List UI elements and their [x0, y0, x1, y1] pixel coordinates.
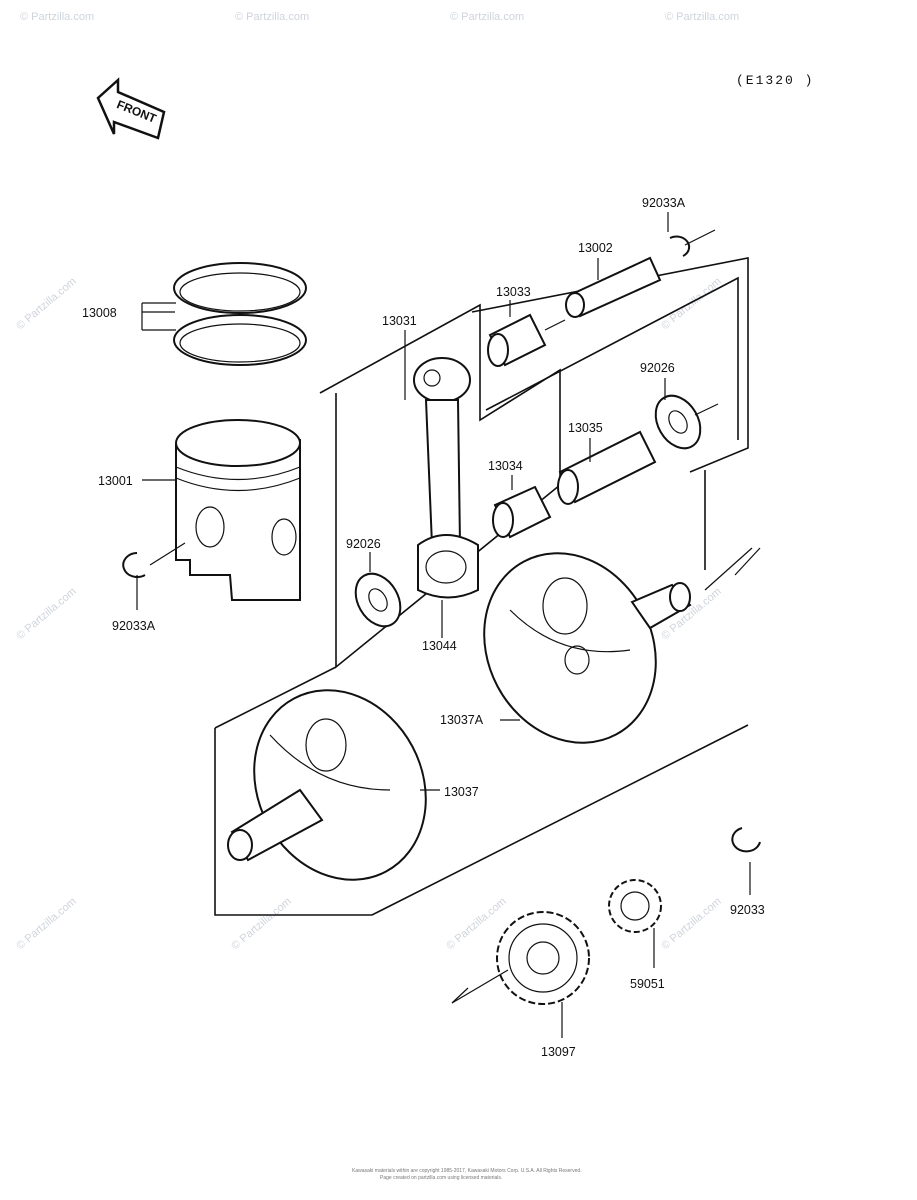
- svg-text:© Partzilla.com: © Partzilla.com: [235, 11, 309, 23]
- front-arrow-icon: FRONT: [96, 77, 166, 140]
- crankshaft-right-half: [483, 552, 692, 744]
- part-label-13037: 13037: [444, 785, 479, 799]
- part-label-13008: 13008: [82, 306, 117, 320]
- part-label-92033: 92033: [730, 903, 765, 917]
- part-label-13031: 13031: [382, 314, 417, 328]
- piston-rings: [141, 262, 307, 366]
- part-label-92026-left: 92026: [346, 537, 381, 551]
- gear-59051: [608, 879, 662, 968]
- gear-13097: [451, 911, 590, 1038]
- part-label-13037A: 13037A: [440, 713, 484, 727]
- svg-text:© Partzilla.com: © Partzilla.com: [229, 895, 293, 952]
- svg-text:© Partzilla.com: © Partzilla.com: [20, 11, 94, 23]
- copyright-line-2: Page created on partzilla.com using lice…: [380, 1175, 502, 1181]
- circlip-crank: [731, 827, 761, 895]
- crankshaft-left-half: [227, 689, 440, 881]
- assembly-outlines: [214, 257, 761, 916]
- circlip-right: [667, 212, 716, 257]
- svg-text:© Partzilla.com: © Partzilla.com: [14, 585, 78, 642]
- piston: [142, 419, 301, 601]
- svg-text:© Partzilla.com: © Partzilla.com: [14, 895, 78, 952]
- part-label-13002: 13002: [578, 241, 613, 255]
- part-label-13001: 13001: [98, 474, 133, 488]
- piston-pin: [544, 256, 662, 331]
- copyright-line-1: Kawasaki materials within are copyright …: [352, 1168, 582, 1174]
- circlip-left: [122, 542, 186, 610]
- svg-text:© Partzilla.com: © Partzilla.com: [659, 895, 723, 952]
- part-label-13097: 13097: [541, 1045, 576, 1059]
- part-label-92033A-right: 92033A: [642, 196, 686, 210]
- svg-text:© Partzilla.com: © Partzilla.com: [450, 11, 524, 23]
- part-label-92026-right: 92026: [640, 361, 675, 375]
- crank-pin: [557, 430, 657, 505]
- part-label-13033: 13033: [496, 285, 531, 299]
- part-label-92033A-left: 92033A: [112, 619, 156, 633]
- thrust-washer-left: [354, 552, 402, 628]
- svg-text:© Partzilla.com: © Partzilla.com: [659, 275, 723, 332]
- svg-text:© Partzilla.com: © Partzilla.com: [14, 275, 78, 332]
- svg-text:© Partzilla.com: © Partzilla.com: [665, 11, 739, 23]
- thrust-washer-right: [654, 378, 719, 450]
- needle-bearing-small-end: [487, 300, 547, 367]
- part-label-59051: 59051: [630, 977, 665, 991]
- part-label-13044: 13044: [422, 639, 457, 653]
- needle-bearing-big-end: [492, 475, 552, 539]
- part-label-13034: 13034: [488, 459, 523, 473]
- diagram-code: (E1320 ): [736, 73, 814, 88]
- svg-text:© Partzilla.com: © Partzilla.com: [444, 895, 508, 952]
- part-label-13035: 13035: [568, 421, 603, 435]
- connecting-rod: [404, 330, 479, 599]
